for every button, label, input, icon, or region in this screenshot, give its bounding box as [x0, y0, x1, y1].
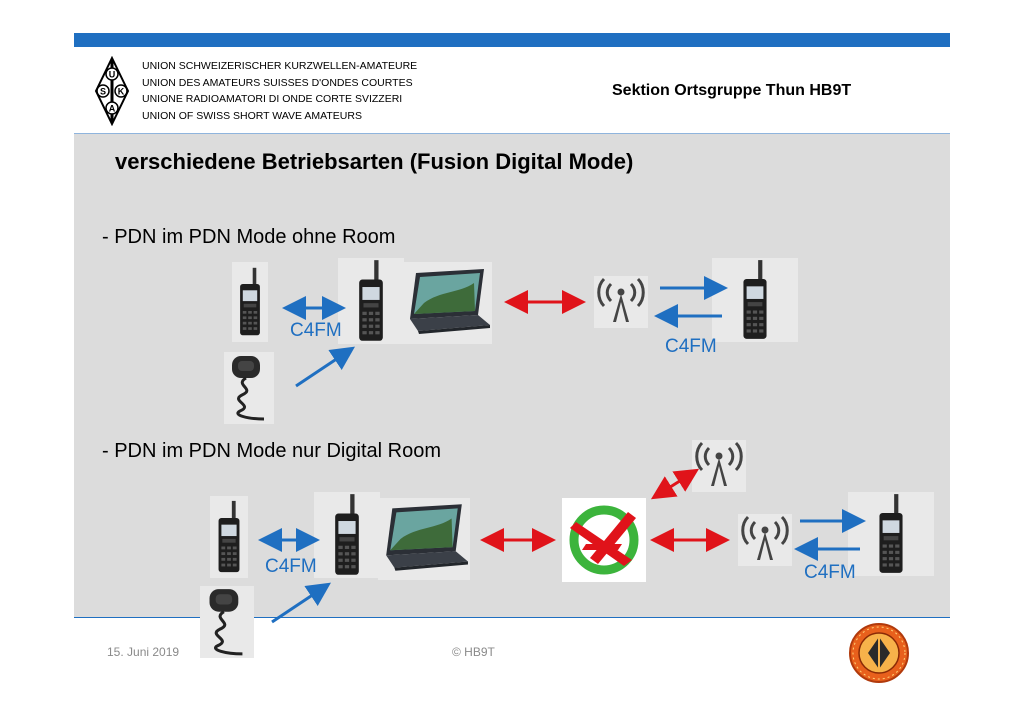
antenna-tower-icon — [738, 514, 792, 566]
laptop-icon — [378, 498, 470, 580]
handheld-radio-icon — [712, 258, 798, 342]
wires-x-logo-icon — [562, 498, 646, 582]
slide-title: verschiedene Betriebsarten (Fusion Digit… — [115, 149, 634, 174]
union-name-fr: UNION DES AMATEURS SUISSES D'ONDES COURT… — [142, 76, 413, 89]
union-name-en: UNION OF SWISS SHORT WAVE AMATEURS — [142, 109, 362, 122]
uska-logo: U S K A — [92, 55, 132, 127]
handheld-radio-icon — [338, 258, 404, 344]
logo-letter-k: K — [118, 87, 125, 97]
c4fm-label-case2-right: C4FM — [804, 562, 856, 583]
handheld-radio-icon — [232, 262, 268, 342]
speaker-mic-icon — [200, 586, 254, 658]
antenna-tower-icon — [594, 276, 648, 328]
union-name-de: UNION SCHWEIZERISCHER KURZWELLEN-AMATEUR… — [142, 60, 418, 72]
footer-copyright: © HB9T — [452, 645, 495, 659]
logo-letter-s: S — [100, 87, 106, 97]
union-names: UNION SCHWEIZERISCHER KURZWELLEN-AMATEUR… — [142, 58, 417, 124]
c4fm-label-case1-left: C4FM — [290, 320, 342, 341]
c4fm-label-case1-right: C4FM — [665, 336, 717, 357]
case2-label: - PDN im PDN Mode nur Digital Room — [102, 440, 441, 462]
antenna-tower-icon — [692, 440, 746, 492]
speaker-mic-icon — [224, 352, 274, 424]
section-title: Sektion Ortsgruppe Thun HB9T — [612, 82, 852, 99]
sektion-thun-badge-icon — [848, 622, 910, 684]
logo-letter-u: U — [109, 70, 116, 80]
handheld-radio-icon — [210, 496, 248, 578]
handheld-radio-icon — [314, 492, 380, 578]
case1-label: - PDN im PDN Mode ohne Room — [102, 226, 396, 248]
handheld-radio-icon — [848, 492, 934, 576]
union-name-it: UNIONE RADIOAMATORI DI ONDE CORTE SVIZZE… — [142, 93, 403, 105]
laptop-icon — [402, 262, 492, 344]
c4fm-label-case2-left: C4FM — [265, 556, 317, 577]
logo-letter-a: A — [109, 104, 116, 114]
content-panel — [74, 133, 950, 618]
header-accent-bar — [74, 33, 950, 47]
footer-date: 15. Juni 2019 — [107, 645, 180, 659]
